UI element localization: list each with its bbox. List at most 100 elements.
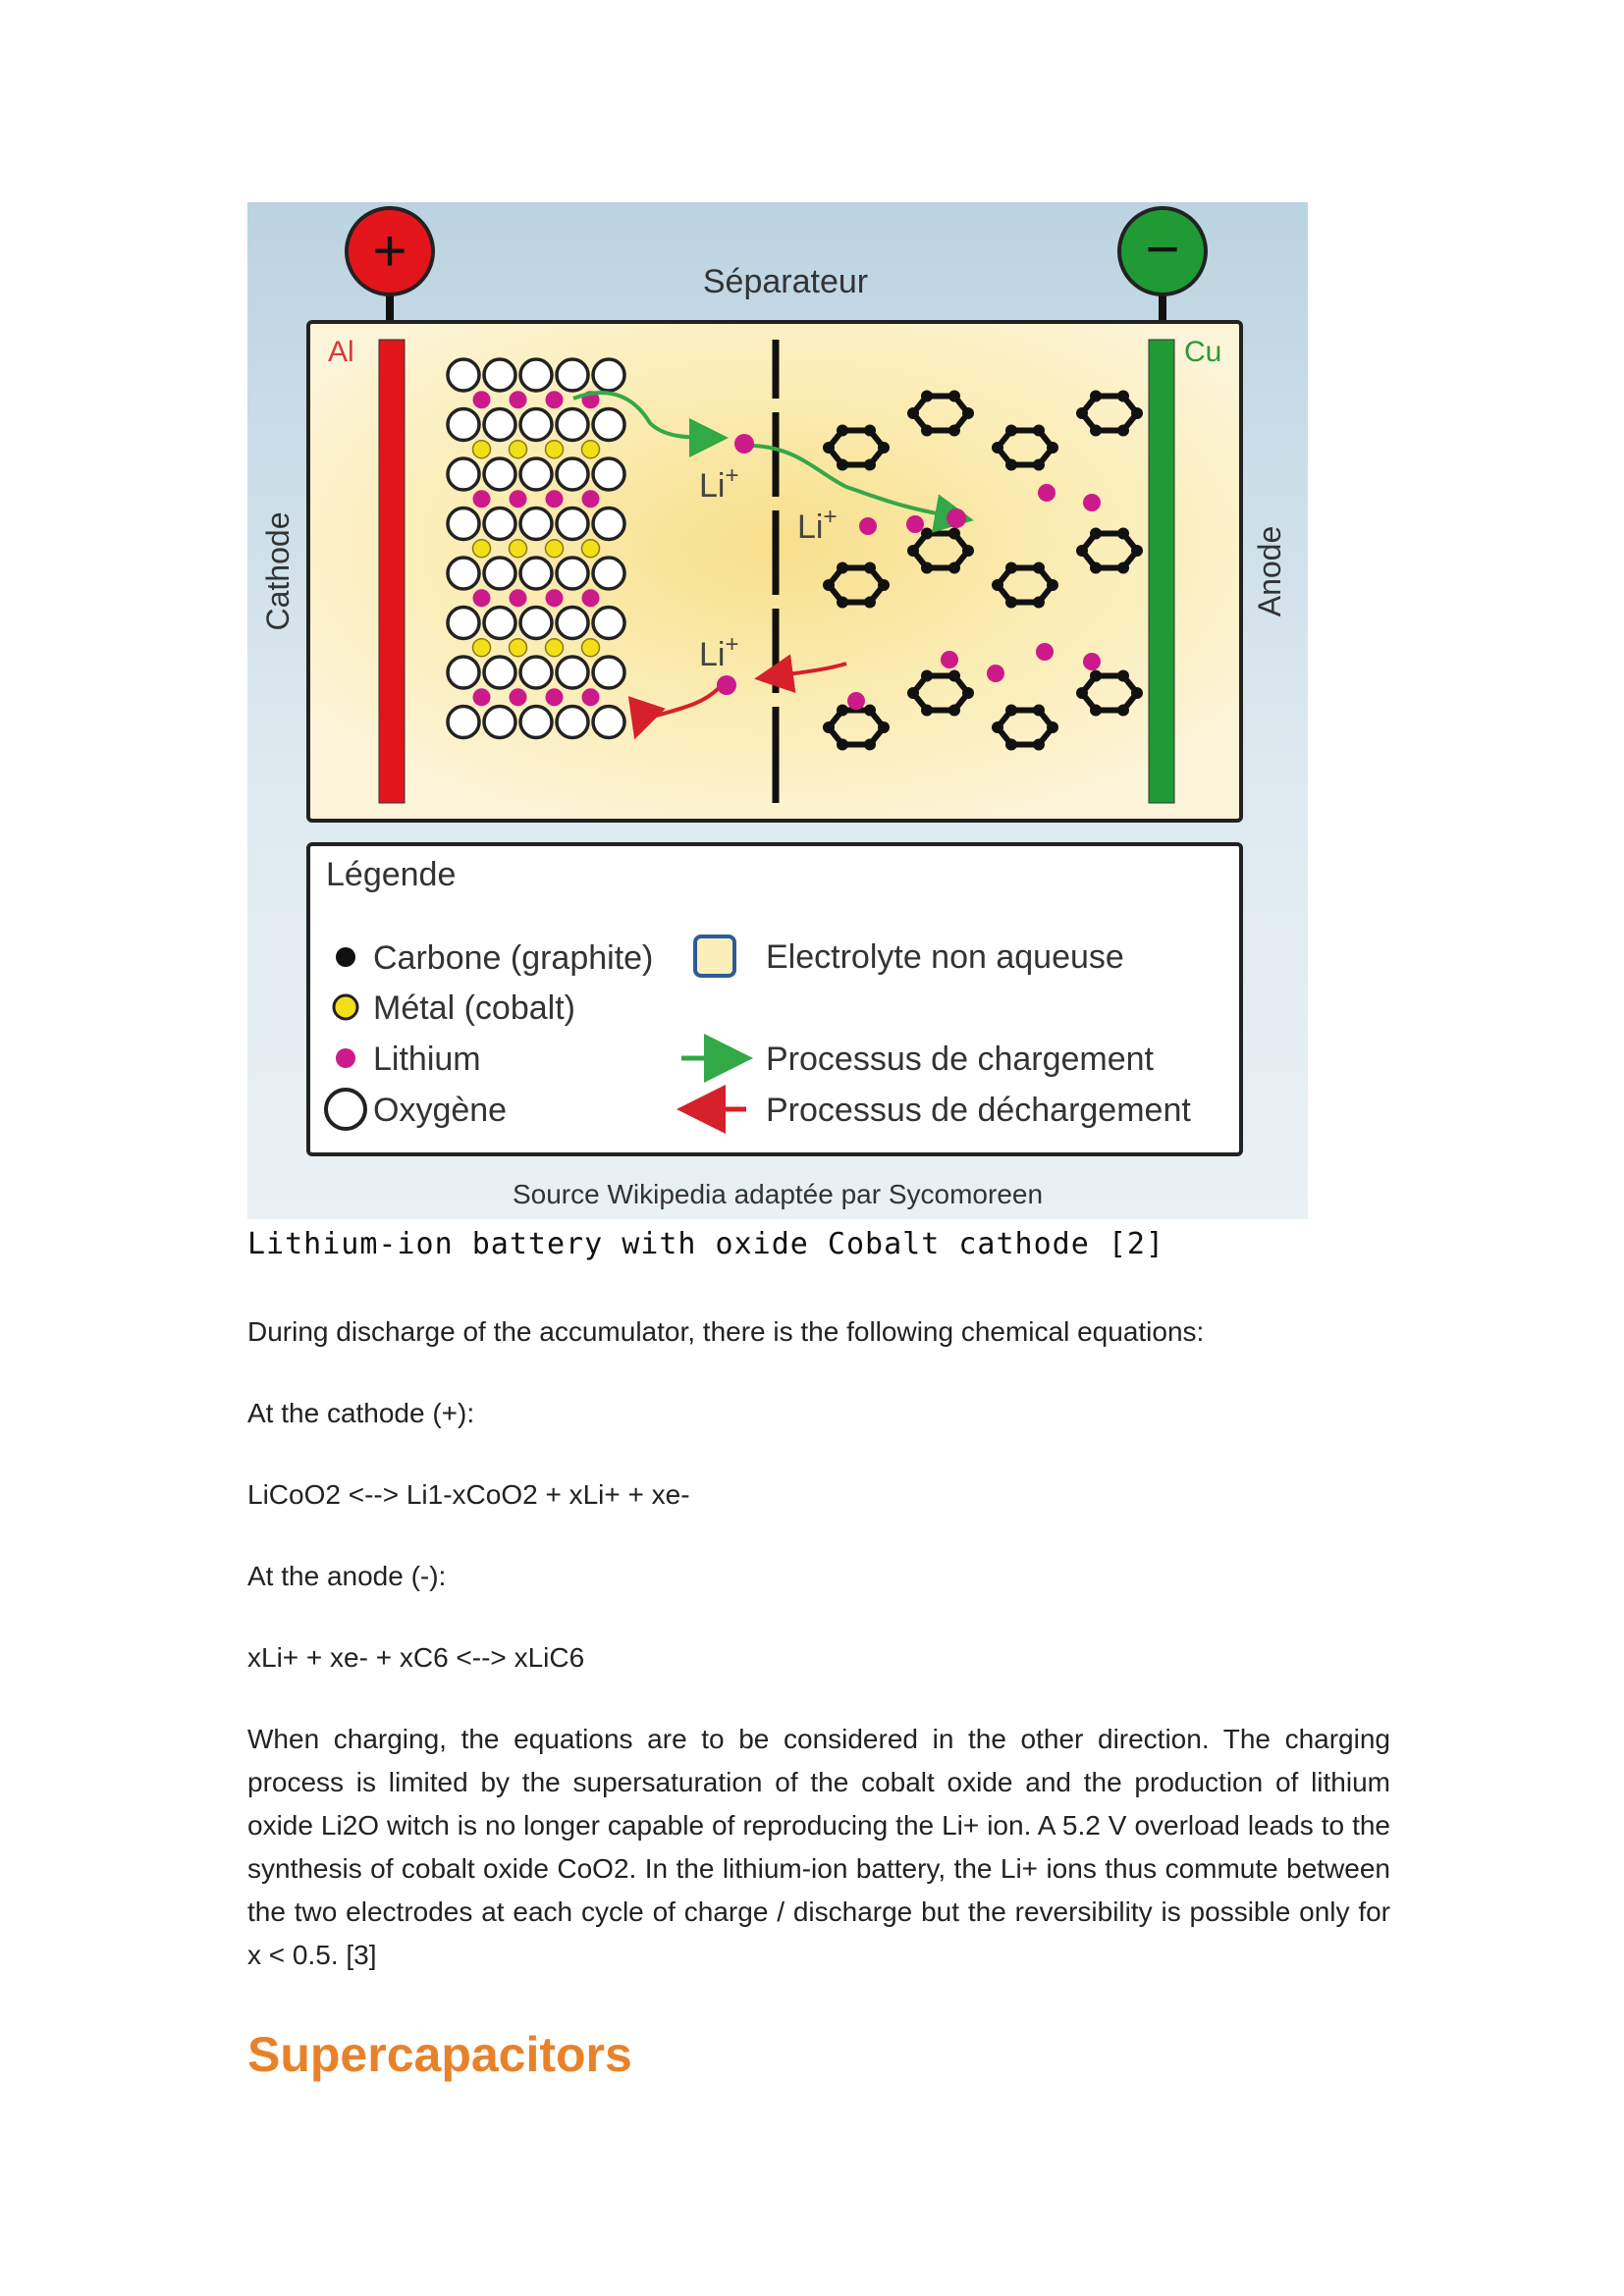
lithium-atom xyxy=(545,688,564,707)
oxygen-atom xyxy=(518,406,554,443)
carbon-atom xyxy=(1090,704,1102,717)
carbon-atom xyxy=(962,545,974,557)
carbon-atom xyxy=(1033,704,1045,717)
carbon-atom xyxy=(1090,527,1102,540)
carbon-atom xyxy=(1090,390,1102,402)
carbon-atom xyxy=(864,704,876,717)
separator-label: Séparateur xyxy=(703,263,868,300)
carbon-atom xyxy=(878,442,890,454)
oxygen-atom xyxy=(482,506,517,542)
lithium-atom xyxy=(472,391,491,409)
oxygen-atom xyxy=(518,704,554,740)
lithium-atom xyxy=(545,490,564,508)
cobalt-atom xyxy=(544,440,565,459)
oxygen-atom xyxy=(518,556,554,591)
lithium-atom xyxy=(472,589,491,608)
carbon-atom xyxy=(948,527,960,540)
carbon-atom xyxy=(992,579,1003,591)
anode-label-text: At the anode (-): xyxy=(247,1561,447,1591)
carbon-atom xyxy=(948,669,960,682)
carbon-atom xyxy=(1117,527,1129,540)
carbon-atom xyxy=(907,407,919,419)
figure-caption: Lithium-ion battery with oxide Cobalt ca… xyxy=(247,1227,1165,1261)
carbon-atom xyxy=(962,407,974,419)
oxygen-atom xyxy=(555,506,590,542)
cobalt-atom xyxy=(580,638,601,658)
oxygen-atom xyxy=(446,456,481,492)
oxygen-atom xyxy=(591,556,626,591)
cobalt-legend-icon xyxy=(332,993,359,1021)
section-heading: Supercapacitors xyxy=(247,2027,632,2082)
lithium-atom xyxy=(509,589,527,608)
carbon-atom xyxy=(1033,561,1045,574)
carbon-atom xyxy=(992,721,1003,733)
cobalt-atom xyxy=(580,539,601,559)
li-ion-label-2: Li+ xyxy=(797,504,837,546)
negative-terminal xyxy=(1117,206,1208,296)
legend-charge: Processus de chargement xyxy=(766,1041,1155,1078)
lithium-ion-moving-1 xyxy=(734,434,754,454)
oxygen-atom xyxy=(482,456,517,492)
legend-cobalt: Métal (cobalt) xyxy=(373,989,575,1027)
carbon-atom xyxy=(1005,424,1017,437)
oxygen-atom xyxy=(555,655,590,690)
carbon-atom xyxy=(907,687,919,699)
cobalt-atom xyxy=(471,539,492,559)
carbon-atom xyxy=(1033,596,1045,609)
carbon-atom xyxy=(948,424,960,437)
carbon-atom xyxy=(1117,561,1129,574)
cathode-metal-label: Al xyxy=(328,336,354,368)
lithium-legend-icon xyxy=(336,1048,355,1068)
oxygen-atom xyxy=(482,406,517,443)
carbon-atom xyxy=(823,442,835,454)
lithium-atom xyxy=(581,589,600,608)
oxygen-atom xyxy=(518,456,554,492)
anode-electrode xyxy=(1148,339,1175,804)
oxygen-legend-icon xyxy=(324,1088,367,1131)
oxygen-atom xyxy=(446,655,481,690)
carbon-atom xyxy=(1005,596,1017,609)
carbon-atom xyxy=(837,561,848,574)
carbon-legend-icon xyxy=(336,947,355,967)
carbon-atom xyxy=(1005,561,1017,574)
carbon-atom xyxy=(1090,669,1102,682)
cobalt-oxide-lattice xyxy=(446,357,626,740)
carbon-atom xyxy=(948,390,960,402)
carbon-atom xyxy=(1076,545,1088,557)
anode-metal-label: Cu xyxy=(1184,336,1221,368)
carbon-atom xyxy=(1005,458,1017,471)
legend-carbon: Carbone (graphite) xyxy=(373,939,653,977)
anode-equation: xLi+ + xe- + xC6 <--> xLiC6 xyxy=(247,1642,585,1673)
cobalt-atom xyxy=(508,638,528,658)
oxygen-atom xyxy=(591,704,626,740)
carbon-atom xyxy=(864,561,876,574)
carbon-atom xyxy=(837,596,848,609)
carbon-atom xyxy=(1117,704,1129,717)
cobalt-atom xyxy=(508,440,528,459)
lithium-atom xyxy=(509,490,527,508)
carbon-atom xyxy=(1090,561,1102,574)
lithium-atom xyxy=(472,688,491,707)
carbon-atom xyxy=(1033,424,1045,437)
lithium-atom xyxy=(545,391,564,409)
carbon-atom xyxy=(1117,390,1129,402)
oxygen-atom xyxy=(446,506,481,542)
oxygen-atom xyxy=(482,357,517,393)
cathode-equation: LiCoO2 <--> Li1-xCoO2 + xLi+ + xe- xyxy=(247,1479,690,1510)
oxygen-atom xyxy=(555,704,590,740)
lithium-atom xyxy=(581,490,600,508)
carbon-atom xyxy=(1131,545,1143,557)
oxygen-atom xyxy=(591,357,626,393)
carbon-atom xyxy=(837,704,848,717)
oxygen-atom xyxy=(446,406,481,443)
paragraph-intro: During discharge of the accumulator, the… xyxy=(247,1316,1205,1347)
carbon-atom xyxy=(1047,579,1058,591)
lithium-atom xyxy=(509,688,527,707)
lithium-ion-moving-2 xyxy=(947,508,966,528)
oxygen-atom xyxy=(555,357,590,393)
carbon-atom xyxy=(1047,721,1058,733)
carbon-atom xyxy=(1090,424,1102,437)
discharge-arrow-1 xyxy=(754,654,847,694)
legend-title: Légende xyxy=(326,856,456,893)
carbon-atom xyxy=(921,704,933,717)
